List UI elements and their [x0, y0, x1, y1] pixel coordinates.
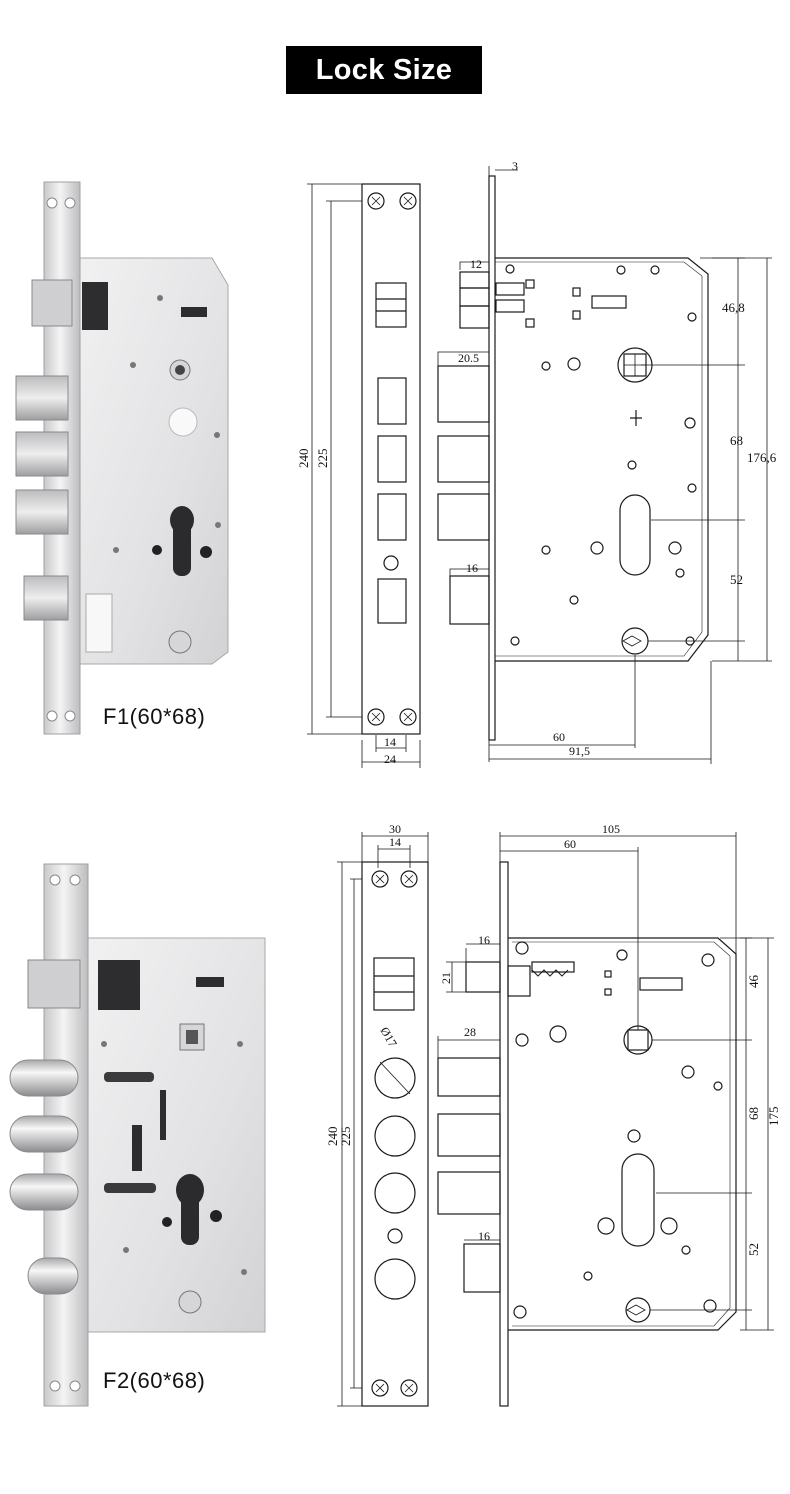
f1-side-view	[437, 175, 709, 741]
f1-spindle-to-cylinder: 68	[730, 433, 743, 448]
f2-width-outer: 30	[389, 822, 401, 836]
f2-bolt-diameter: Ø17	[377, 1025, 399, 1050]
f1-height-inner: 225	[315, 449, 330, 469]
model-label-f2: F2(60*68)	[103, 1368, 206, 1393]
f1-front-dimensions	[307, 183, 421, 768]
f2-side-view	[437, 861, 737, 1407]
f1-lock-photo	[15, 181, 229, 735]
f1-top-to-spindle: 46,8	[722, 300, 745, 315]
f2-cylinder-to-bottom: 52	[746, 1243, 761, 1256]
f2-height-outer: 240	[325, 1127, 340, 1147]
f2-bolt-projection: 28	[464, 1025, 476, 1039]
f1-backset: 60	[553, 730, 565, 744]
f2-latch-height: 21	[439, 972, 453, 984]
f1-deadbolt-projection: 16	[466, 561, 478, 575]
model-label-f1: F1(60*68)	[103, 704, 206, 729]
f2-body-depth: 105	[602, 822, 620, 836]
f2-deadbolt-projection: 16	[478, 1229, 490, 1243]
f1-height-outer: 240	[296, 449, 311, 469]
f2-height-inner: 225	[338, 1127, 353, 1147]
f1-width-outer: 24	[384, 752, 396, 766]
f1-faceplate-thickness: 3	[512, 159, 518, 173]
f2-front-dimensions	[337, 832, 429, 1407]
f2-spindle-to-cylinder: 68	[746, 1107, 761, 1120]
f1-side-dimensions	[437, 166, 772, 764]
f2-body-height: 175	[766, 1107, 781, 1127]
f1-body-height: 176,6	[747, 450, 777, 465]
f1-latch-projection: 12	[470, 257, 482, 271]
f1-bolt-projection: 20.5	[458, 351, 479, 365]
f1-body-depth: 91,5	[569, 744, 590, 758]
f1-front-view	[361, 183, 421, 735]
f2-width-inner: 14	[389, 835, 401, 849]
f2-top-to-spindle: 46	[746, 975, 761, 989]
f1-width-inner: 14	[384, 735, 396, 749]
f2-latch-projection: 16	[478, 933, 490, 947]
f1-cylinder-to-bottom: 52	[730, 572, 743, 587]
page-title: Lock Size	[286, 46, 482, 94]
f2-backset: 60	[564, 837, 576, 851]
f2-lock-photo	[9, 863, 266, 1407]
f2-front-view	[361, 861, 429, 1407]
f2-side-dimensions	[437, 832, 774, 1331]
